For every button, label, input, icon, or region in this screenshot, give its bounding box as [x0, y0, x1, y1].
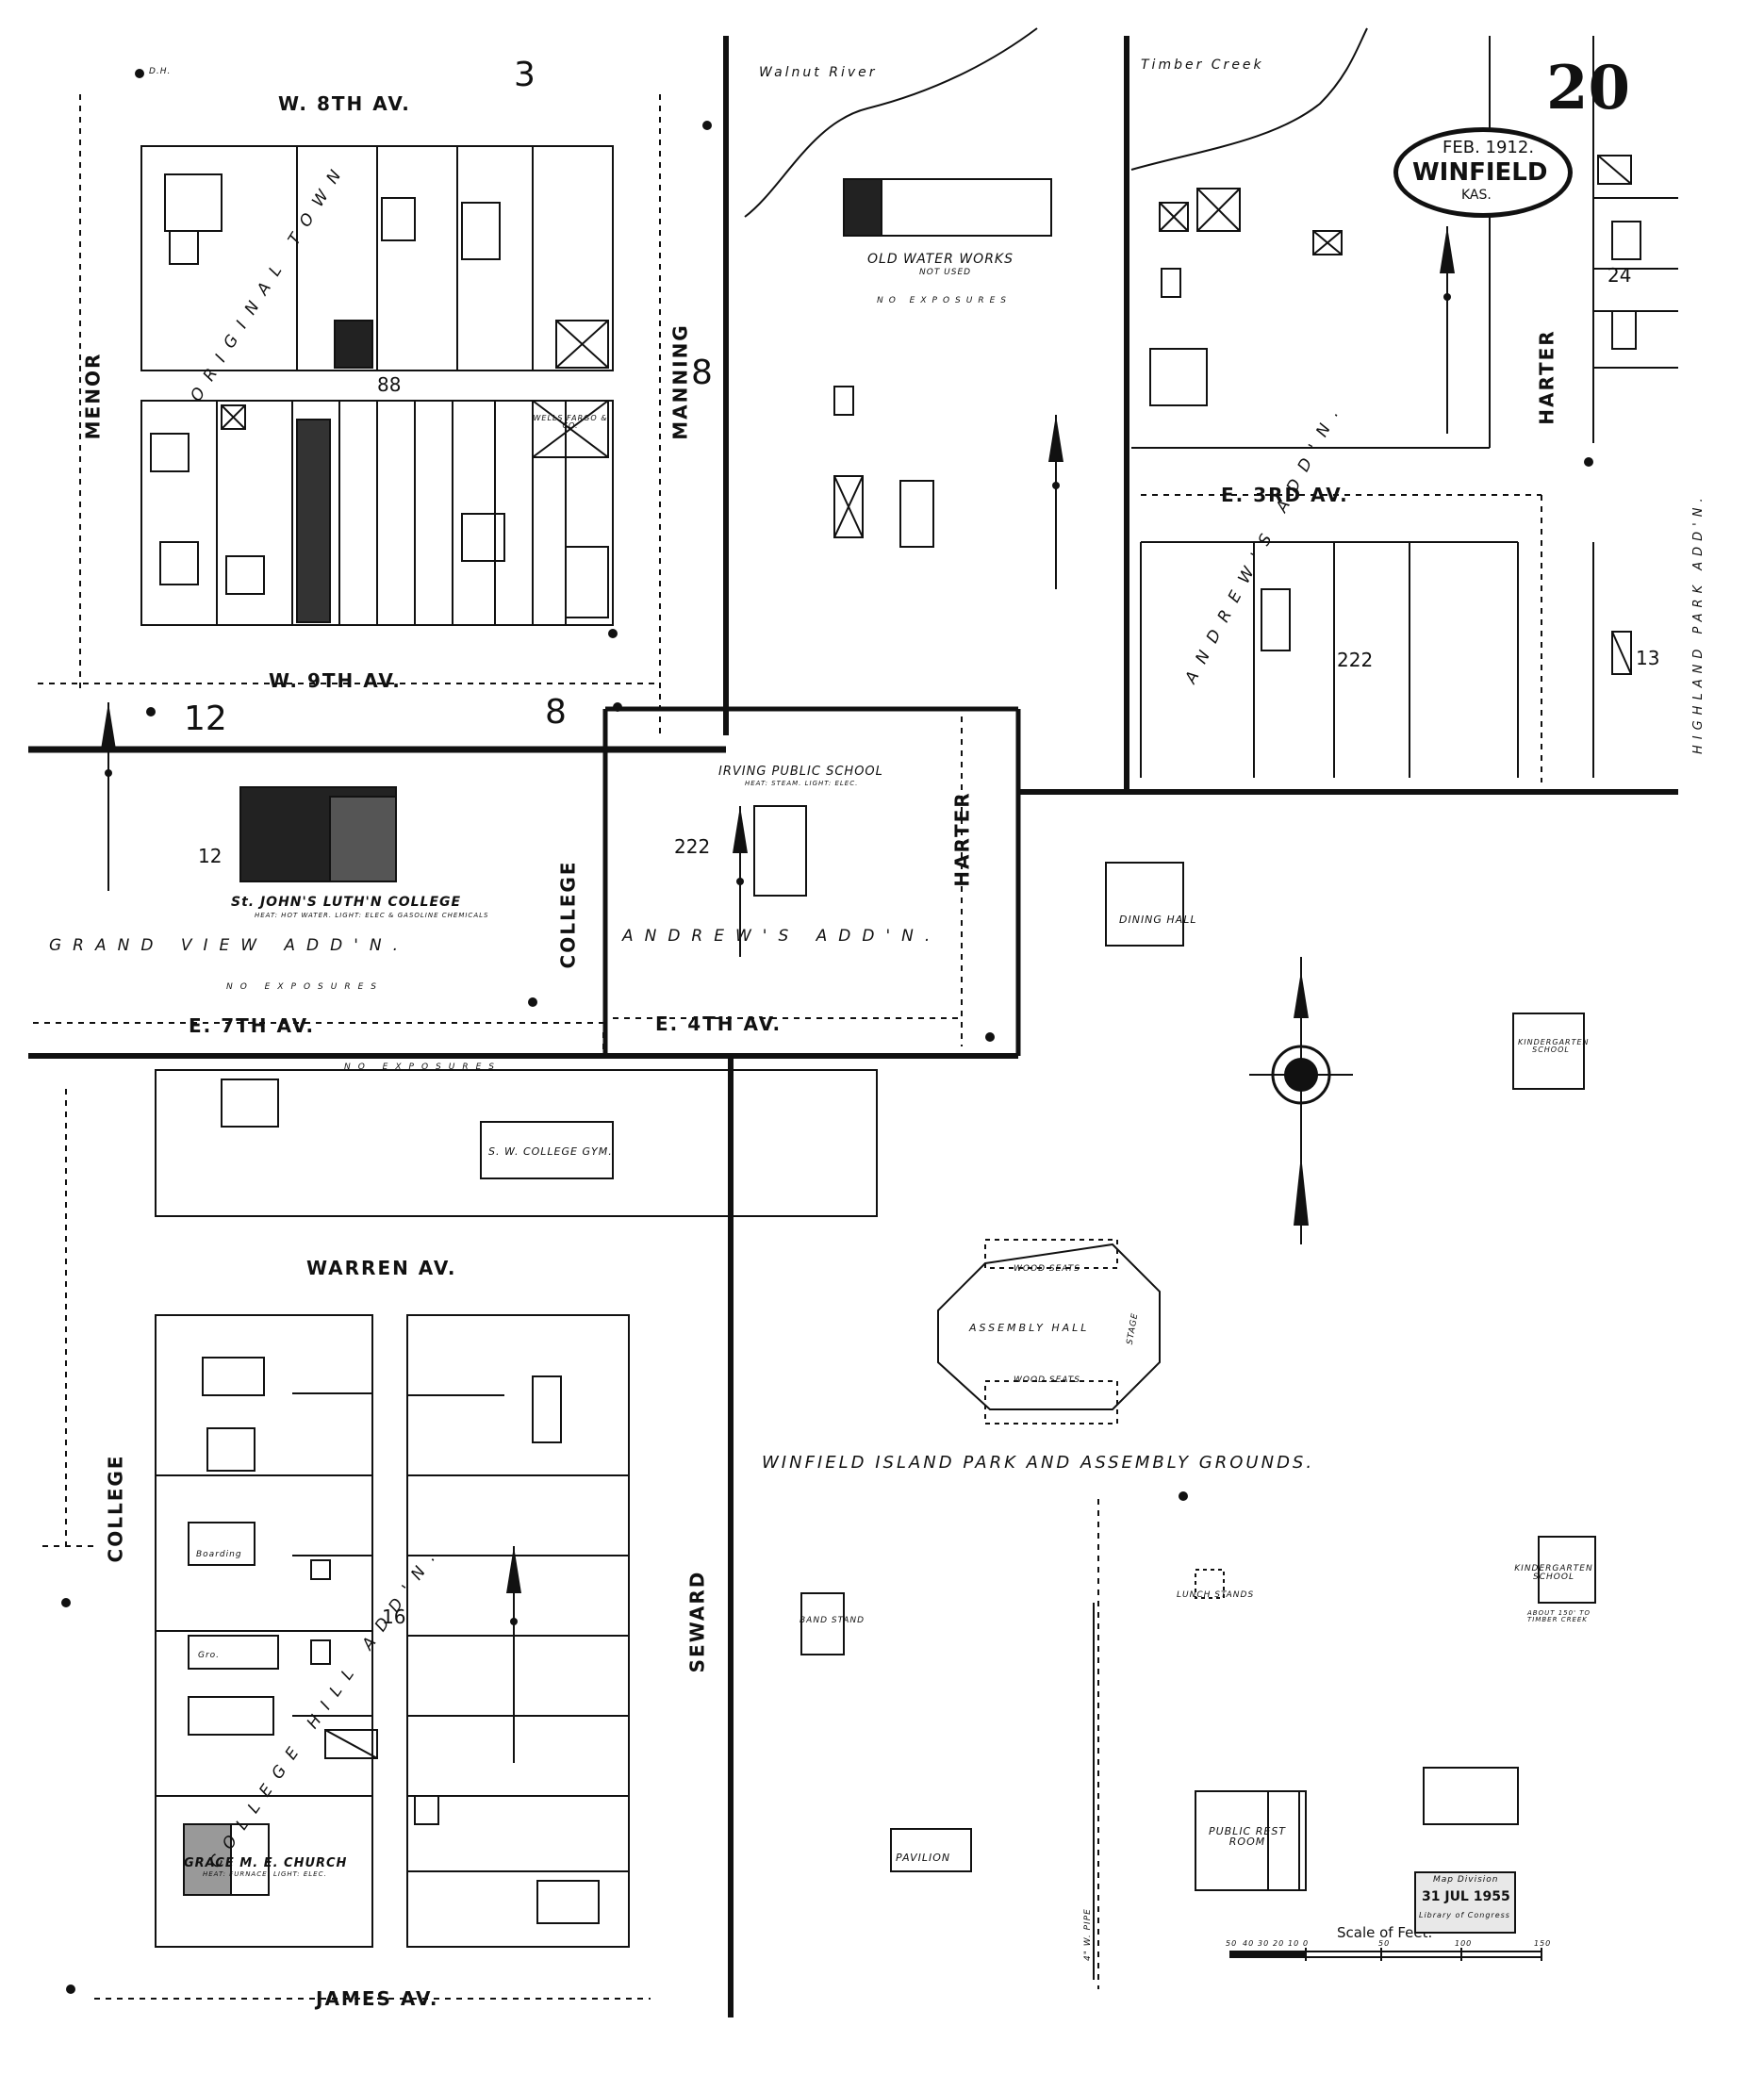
kindergarten-note: ABOUT 150' TO TIMBER CREEK	[1527, 1609, 1591, 1623]
stamp-line-3: Library of Congress	[1419, 1911, 1510, 1919]
block-number-16: 16	[382, 1606, 406, 1628]
scale-tick-40: 40	[1243, 1939, 1255, 1948]
sheet-number: 20	[1546, 53, 1631, 124]
street-college-upper: COLLEGE	[556, 860, 580, 969]
street-warren: WARREN AV.	[306, 1257, 457, 1279]
pavilion-label: PAVILION	[896, 1852, 951, 1864]
scale-bar	[1229, 1948, 1542, 1961]
sheet-date: FEB. 1912.	[1443, 138, 1535, 157]
park-title: WINFIELD ISLAND PARK AND ASSEMBLY GROUND…	[762, 1453, 1315, 1473]
block-number-24: 24	[1607, 264, 1632, 287]
water-pipe-label: 4" W. PIPE	[1083, 1908, 1093, 1961]
street-e7th: E. 7TH AV.	[189, 1014, 316, 1037]
scale-tick-30: 30	[1258, 1939, 1270, 1948]
street-manning: MANNING	[668, 323, 692, 440]
street-james: JAMES AV.	[316, 1987, 439, 2010]
public-rest-room-label: PUBLIC REST ROOM	[1208, 1825, 1287, 1848]
street-harter-mid: HARTER	[950, 791, 974, 887]
irving-note: HEAT: STEAM. LIGHT: ELEC.	[745, 780, 859, 787]
street-e4th: E. 4TH AV.	[655, 1013, 783, 1035]
scale-tick-150: 150	[1534, 1939, 1552, 1948]
stamp-line-1: Map Division	[1433, 1875, 1499, 1885]
block-number-12-college: 12	[198, 845, 223, 867]
wells-fargo-label: WELLS FARGO & CO.	[533, 414, 608, 430]
grocery-label: Gro.	[198, 1651, 221, 1660]
street-harter-right: HARTER	[1535, 329, 1558, 425]
street-seward: SEWARD	[685, 1570, 709, 1673]
scale-tick-10: 10	[1288, 1939, 1300, 1948]
block-number-3: 3	[514, 56, 536, 94]
irving-school-label: IRVING PUBLIC SCHOOL	[718, 765, 883, 779]
block-number-8-bottom: 8	[545, 693, 567, 732]
kindergarten-school-1-label: KINDERGARTEN SCHOOL	[1518, 1038, 1590, 1054]
st-johns-college-label: St. JOHN'S LUTH'N COLLEGE	[231, 895, 462, 910]
wood-seats-2-label: WOOD SEATS	[1014, 1375, 1080, 1385]
st-johns-note: HEAT: HOT WATER. LIGHT: ELEC & GASOLINE …	[255, 912, 489, 919]
sheet-city: WINFIELD	[1412, 158, 1548, 187]
street-w9th: W. 9TH AV.	[269, 669, 402, 692]
block-number-222-irving: 222	[674, 835, 711, 858]
walnut-river-label: Walnut River	[759, 65, 878, 80]
kindergarten-school-2-label: KINDERGARTEN SCHOOL	[1514, 1564, 1593, 1582]
grace-church-note: HEAT: FURNACE. LIGHT: ELEC.	[203, 1870, 327, 1878]
sw-college-gym-label: S. W. COLLEGE GYM.	[488, 1145, 613, 1158]
scale-tick-100: 100	[1455, 1939, 1473, 1948]
scale-tick-0: 0	[1303, 1939, 1310, 1948]
block-number-222-right: 222	[1337, 649, 1374, 671]
block-number-88: 88	[377, 373, 402, 396]
title-cartouche	[1393, 127, 1573, 218]
stamp-line-2: 31 JUL 1955	[1422, 1889, 1510, 1904]
old-water-works-label: OLD WATER WORKS	[867, 252, 1014, 267]
scale-title: Scale of Feet.	[1337, 1924, 1433, 1941]
lunch-stands-label: LUNCH STANDS	[1177, 1590, 1255, 1600]
timber-creek-label: Timber Creek	[1141, 58, 1264, 73]
boarding-label: Boarding	[196, 1550, 242, 1559]
scale-tick-50-left: 50	[1226, 1939, 1238, 1948]
andrews-addn-lower-label: ANDREW'S ADD'N.	[622, 927, 942, 946]
grand-view-addn-label: GRAND VIEW ADD'N.	[49, 936, 410, 955]
not-used-label: NOT USED	[919, 268, 972, 277]
scale-tick-20: 20	[1273, 1939, 1285, 1948]
block-number-12-left: 12	[184, 700, 227, 738]
block-number-13: 13	[1636, 647, 1660, 669]
compass-rose-icon	[1249, 957, 1353, 1244]
assembly-hall-label: ASSEMBLY HALL	[969, 1322, 1090, 1334]
no-exposures-1-label: NO EXPOSURES	[877, 296, 1012, 305]
band-stand-label: BAND STAND	[800, 1616, 866, 1625]
highland-park-addn-label: HIGHLAND PARK ADD'N.	[1691, 492, 1706, 754]
street-e3rd: E. 3RD AV.	[1221, 484, 1349, 506]
dining-hall-label: DINING HALL	[1119, 914, 1197, 926]
grace-church-label: GRACE M. E. CHURCH	[184, 1856, 348, 1870]
library-stamp	[1414, 1871, 1516, 1934]
wood-seats-1-label: WOOD SEATS	[1014, 1264, 1080, 1274]
hydrant-label: D.H.	[149, 67, 172, 76]
street-w8th: W. 8TH AV.	[278, 92, 411, 115]
street-menor: MENOR	[81, 352, 105, 440]
sheet-state: KAS.	[1461, 188, 1492, 203]
block-number-8-right: 8	[691, 354, 713, 392]
no-exposures-3-label: NO EXPOSURES	[344, 1062, 502, 1072]
no-exposures-2-label: NO EXPOSURES	[226, 982, 384, 992]
street-college-lower: COLLEGE	[104, 1454, 127, 1563]
scale-tick-50: 50	[1378, 1939, 1391, 1948]
